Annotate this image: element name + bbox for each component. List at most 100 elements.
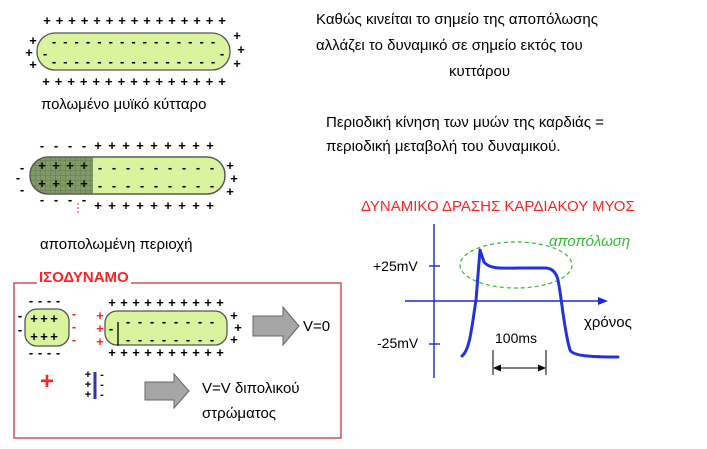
plus-charge-sign: + bbox=[94, 198, 102, 213]
minus-charge-sign: - bbox=[16, 170, 20, 185]
minus-charge-sign: - bbox=[82, 192, 86, 207]
minus-charge-sign: - bbox=[43, 46, 47, 61]
v-zero-label: V=0 bbox=[303, 318, 331, 335]
minus-charge-sign: - bbox=[150, 332, 154, 347]
plus-charge-sign: + bbox=[136, 138, 144, 153]
plus-charge-sign: + bbox=[96, 308, 104, 323]
depolarization-annotation: αποπόλωση bbox=[549, 233, 631, 250]
minus-charge-sign: - bbox=[162, 332, 166, 347]
plus-charge-sign: + bbox=[233, 56, 241, 71]
minus-charge-sign: - bbox=[210, 178, 214, 193]
plus-charge-sign: + bbox=[122, 138, 130, 153]
plus-charge-sign: + bbox=[96, 334, 104, 349]
chart-title: ΔΥΝΑΜΙΚΟ ΔΡΑΣΗΣ ΚΑΡΔΙΑΚΟΥ ΜΥΟΣ bbox=[361, 198, 635, 215]
plus-charge-sign: + bbox=[226, 158, 234, 173]
plus-charge-sign: + bbox=[156, 295, 164, 310]
plus-charge-sign: + bbox=[178, 138, 186, 153]
plus-charge-sign: + bbox=[144, 345, 152, 360]
minus-charge-sign: - bbox=[63, 54, 67, 69]
minus-charge-sign: - bbox=[52, 34, 56, 49]
plus-charge-sign: + bbox=[233, 28, 241, 43]
minus-charge-sign: - bbox=[174, 332, 178, 347]
isodynamo-title: ΙΣΟΔΥΝΑΜΟ bbox=[37, 269, 131, 286]
plus-charge-sign: + bbox=[230, 171, 238, 186]
plus-charge-sign: + bbox=[38, 158, 46, 173]
minus-charge-sign: - bbox=[47, 293, 51, 308]
minus-charge-sign: - bbox=[220, 46, 224, 61]
plus-charge-sign: + bbox=[143, 13, 151, 28]
minus-charge-sign: - bbox=[186, 332, 190, 347]
box-cell-charges: ++++++++++++++++++++----------------+++-… bbox=[96, 295, 242, 360]
dipole-layer-symbol: +++--- bbox=[85, 369, 104, 401]
plus-charge-sign: + bbox=[168, 345, 176, 360]
cell1-inner-minus-top: --------------- bbox=[52, 34, 215, 49]
plus-charge-sign: + bbox=[180, 345, 188, 360]
minus-charge-sign: - bbox=[52, 54, 56, 69]
minus-charge-sign: - bbox=[120, 34, 124, 49]
minus-charge-sign: - bbox=[196, 178, 200, 193]
plus-charge-sign: + bbox=[108, 138, 116, 153]
polarized-cell-caption: πολωμένο μυϊκό κύτταρο bbox=[41, 96, 207, 113]
minus-charge-sign: - bbox=[18, 322, 22, 337]
plus-charge-sign: + bbox=[131, 13, 139, 28]
ytick-high-label: +25mV bbox=[373, 258, 418, 274]
plus-charge-sign: + bbox=[29, 57, 37, 72]
plus-charge-sign: + bbox=[204, 295, 212, 310]
plus-charge-sign: + bbox=[180, 74, 188, 89]
minus-charge-sign: - bbox=[126, 160, 130, 175]
plus-charge-sign: + bbox=[230, 332, 238, 347]
minus-charge-sign: - bbox=[186, 314, 190, 329]
arrow-to-v-dipole bbox=[144, 372, 190, 410]
depolarized-region-grid bbox=[30, 157, 93, 194]
duration-arrowhead-left bbox=[493, 364, 501, 372]
top-right-text-line1: Καθώς κινείται το σημείο της αποπόλωσης bbox=[316, 11, 598, 28]
plus-charge-sign: + bbox=[206, 138, 214, 153]
minus-charge-sign: - bbox=[18, 308, 22, 323]
minus-charge-sign: - bbox=[150, 314, 154, 329]
plus-charge-sign: + bbox=[80, 74, 88, 89]
minus-charge-sign: - bbox=[168, 160, 172, 175]
ytick-low-label: -25mV bbox=[377, 335, 419, 351]
cell1-inner-minus-bottom: --------------- bbox=[52, 54, 215, 69]
plus-charge-sign: + bbox=[206, 13, 214, 28]
minus-charge-sign: - bbox=[40, 138, 44, 153]
minus-charge-sign: - bbox=[47, 345, 51, 360]
small-cell-charges: --------++++++----- bbox=[18, 293, 76, 360]
minus-charge-sign: - bbox=[165, 34, 169, 49]
arrow-to-v-zero bbox=[252, 305, 300, 347]
minus-charge-sign: - bbox=[177, 54, 181, 69]
plus-charge-sign: + bbox=[67, 74, 75, 89]
plus-charge-sign: + bbox=[218, 13, 226, 28]
plus-charge-sign: + bbox=[206, 74, 214, 89]
minus-charge-sign: - bbox=[68, 138, 72, 153]
minus-charge-sign: - bbox=[174, 314, 178, 329]
minus-charge-sign: - bbox=[210, 332, 214, 347]
plus-charge-sign: + bbox=[156, 13, 164, 28]
top-right-text-line2: αλλάζει το δυναμικό σε σημείο εκτός του bbox=[316, 37, 583, 54]
minus-charge-sign: - bbox=[188, 54, 192, 69]
plus-charge-sign: + bbox=[43, 13, 51, 28]
plus-charge-sign: + bbox=[92, 74, 100, 89]
plus-charge-sign: + bbox=[136, 198, 144, 213]
plus-charge-sign: + bbox=[120, 345, 128, 360]
plus-charge-sign: + bbox=[80, 176, 88, 191]
minus-charge-sign: - bbox=[109, 34, 113, 49]
minus-charge-sign: - bbox=[154, 178, 158, 193]
minus-charge-sign: - bbox=[56, 345, 60, 360]
minus-charge-sign: - bbox=[140, 178, 144, 193]
plus-charge-sign: + bbox=[85, 369, 91, 381]
minus-charge-sign: - bbox=[109, 321, 113, 336]
minus-charge-sign: - bbox=[177, 34, 181, 49]
plus-charge-sign: + bbox=[192, 345, 200, 360]
depolarization-ellipse bbox=[459, 241, 573, 289]
plus-charge-sign: + bbox=[122, 198, 130, 213]
minus-charge-sign: - bbox=[100, 389, 104, 401]
plus-charge-sign: + bbox=[29, 33, 37, 48]
minus-charge-sign: - bbox=[162, 314, 166, 329]
plus-charge-sign: + bbox=[192, 198, 200, 213]
minus-charge-sign: - bbox=[165, 54, 169, 69]
plus-charge-sign: + bbox=[108, 198, 116, 213]
plus-charge-sign: + bbox=[106, 13, 114, 28]
